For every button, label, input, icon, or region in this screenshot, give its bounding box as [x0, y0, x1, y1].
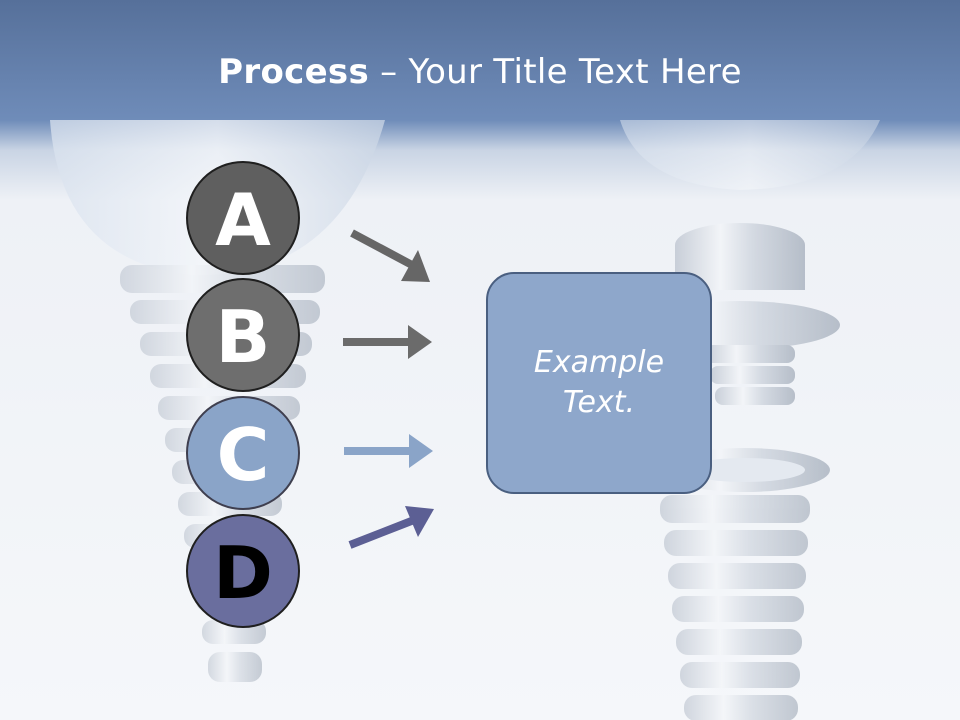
step-a-letter: A — [215, 178, 271, 262]
title-bold: Process — [218, 52, 370, 92]
step-d-letter: D — [213, 531, 273, 615]
step-d-circle[interactable]: D — [186, 514, 300, 628]
step-c-letter: C — [216, 413, 270, 497]
step-c-circle[interactable]: C — [186, 396, 300, 510]
step-b-circle[interactable]: B — [186, 278, 300, 392]
content-box-text: Example Text. — [533, 344, 665, 421]
step-b-letter: B — [215, 295, 271, 379]
content-box[interactable]: Example Text. — [486, 272, 712, 494]
title-rest: – Your Title Text Here — [369, 52, 742, 92]
slide-title: Process – Your Title Text Here — [0, 52, 960, 92]
step-a-circle[interactable]: A — [186, 161, 300, 275]
